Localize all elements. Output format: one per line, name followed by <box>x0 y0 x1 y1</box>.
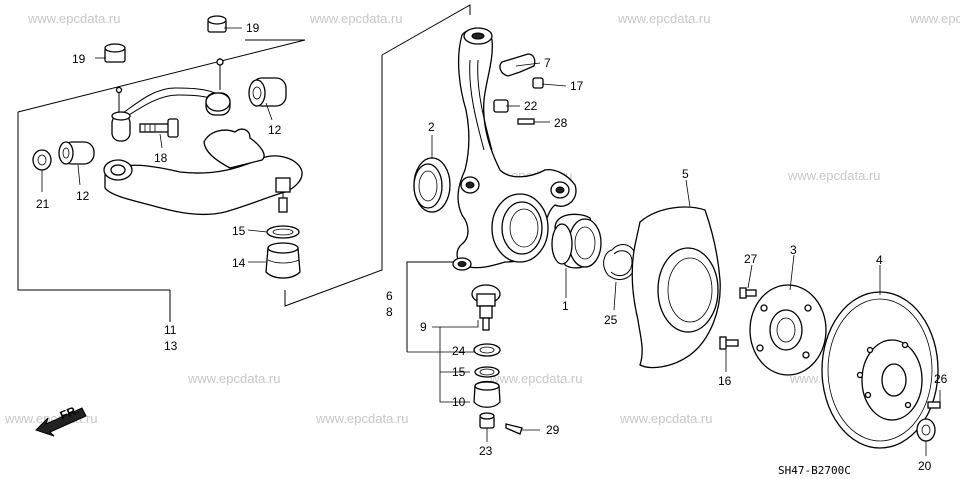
callout-13: 13 <box>164 339 178 353</box>
callout-12: 12 <box>76 189 90 203</box>
wheel-bearing-1 <box>551 213 602 269</box>
callout-5: 5 <box>682 167 689 181</box>
direction-label: FR. <box>58 403 81 423</box>
diagram-code: SH47-B2700C <box>778 464 851 477</box>
watermark-text: www.epcdata.ru <box>909 11 960 26</box>
oil-seal-2 <box>413 157 451 213</box>
watermark-text: www.epcdata.ru <box>787 168 881 183</box>
dust-boot-14 <box>265 242 301 279</box>
nut-19-left <box>104 43 126 63</box>
watermark-text: www.epcdata.ru <box>27 11 121 26</box>
callout-12: 12 <box>268 123 282 137</box>
callout-28: 28 <box>554 116 568 130</box>
callout-11: 11 <box>164 323 177 337</box>
callout-29: 29 <box>546 423 560 437</box>
watermark-text: www.epcdata.ru <box>309 11 403 26</box>
watermark-text: www.epcdata.ru <box>315 411 409 426</box>
callout-numbers: 19 19 12 12 21 18 15 14 11 13 2 7 17 22 … <box>36 21 948 473</box>
watermark-text: www.epcdata.ru <box>187 371 281 386</box>
stabilizer-bracket <box>111 58 231 142</box>
bolt-27 <box>739 287 757 299</box>
bushing-12-right <box>248 77 287 107</box>
bolt-17 <box>532 77 544 89</box>
boot-10 <box>473 380 501 408</box>
callout-27: 27 <box>744 252 758 266</box>
splash-guard-5 <box>631 206 721 369</box>
callout-15: 15 <box>232 224 246 238</box>
watermark-text: www.epcdata.ru <box>619 411 713 426</box>
snap-ring-15-lower <box>474 366 500 378</box>
nut-19-top <box>207 15 227 33</box>
callout-2: 2 <box>428 120 435 134</box>
callout-10: 10 <box>452 395 466 409</box>
knuckle-callout-frame <box>381 4 471 352</box>
upper-ball-joint <box>275 177 291 213</box>
pin-29 <box>505 423 523 435</box>
upper-control-arm <box>103 128 303 216</box>
snap-ring-25 <box>603 244 637 280</box>
steering-knuckle <box>452 27 577 271</box>
callout-19: 19 <box>246 21 260 35</box>
callout-9: 9 <box>420 320 427 334</box>
callout-8: 8 <box>386 305 393 319</box>
callout-21: 21 <box>36 197 50 211</box>
watermark-text: www.epcdata.ru <box>489 371 583 386</box>
ring-24 <box>473 343 501 357</box>
nut-23 <box>479 412 495 429</box>
watermark-text: www.epcdata.ru <box>617 11 711 26</box>
callout-15: 15 <box>452 365 466 379</box>
callout-24: 24 <box>452 344 466 358</box>
callout-25: 25 <box>604 313 618 327</box>
nut-22 <box>493 99 509 113</box>
callout-18: 18 <box>154 151 168 165</box>
pin-28 <box>517 118 535 125</box>
callout-19: 19 <box>72 52 86 66</box>
callout-16: 16 <box>718 374 732 388</box>
screw-26 <box>927 401 941 409</box>
direction-arrow: FR. <box>35 403 87 437</box>
callout-17: 17 <box>570 79 584 93</box>
leader-lines <box>41 27 941 456</box>
upper-arm-assembly-frame <box>17 39 383 322</box>
bolt-16 <box>719 336 739 350</box>
ball-joint-9 <box>471 284 501 331</box>
callout-1: 1 <box>562 299 569 313</box>
callout-20: 20 <box>918 459 932 473</box>
callout-4: 4 <box>876 253 883 267</box>
callout-7: 7 <box>544 56 551 70</box>
nut-20 <box>916 418 936 442</box>
callout-26: 26 <box>934 372 948 386</box>
bushing-12-left <box>58 141 95 165</box>
bolt-18 <box>139 118 179 138</box>
callout-3: 3 <box>790 243 797 257</box>
callout-14: 14 <box>232 256 246 270</box>
washer-21 <box>32 149 52 171</box>
bracket-7 <box>499 53 536 77</box>
snap-ring-15-upper <box>266 225 300 239</box>
callout-6: 6 <box>386 289 393 303</box>
callout-22: 22 <box>524 99 538 113</box>
wheel-hub-3 <box>749 284 827 376</box>
callout-23: 23 <box>479 444 493 458</box>
